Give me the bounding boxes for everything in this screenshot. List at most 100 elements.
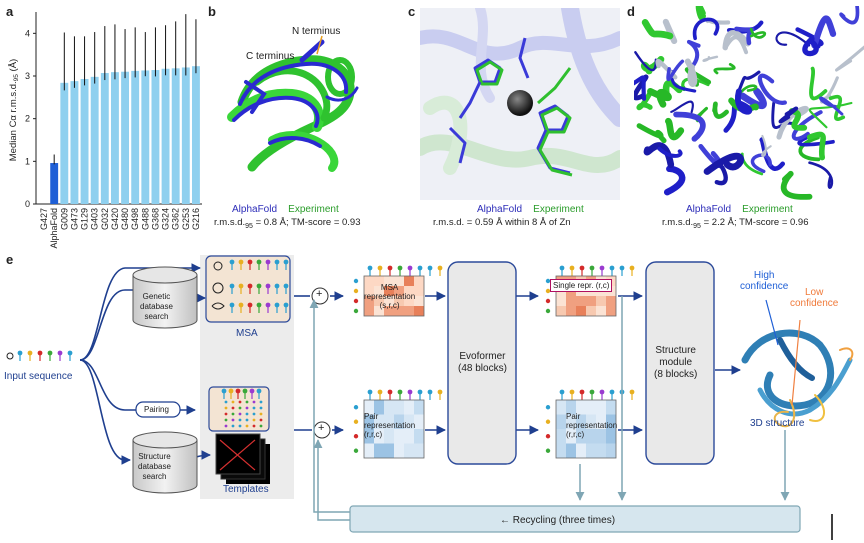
- evoformer-label: Evoformer(48 blocks): [458, 351, 507, 374]
- repr-cell: [556, 306, 566, 316]
- repr-cell: [596, 443, 606, 458]
- 3d-structure-label: 3D structure: [750, 418, 805, 429]
- bar-g253: [181, 67, 190, 204]
- structure-ribbon: [641, 19, 674, 40]
- repr-cell: [364, 296, 374, 306]
- repr-cell: [364, 306, 374, 316]
- repr-cell: [374, 306, 384, 316]
- template-cell: [245, 400, 249, 404]
- template-cell: [259, 406, 263, 410]
- msa-residue: [256, 259, 262, 265]
- evoformer-block: [447, 261, 517, 465]
- structure-ribbon: [806, 131, 826, 161]
- repr-cell: [606, 414, 616, 429]
- repr-cell: [414, 443, 424, 458]
- panel-c-caption: r.m.s.d. = 0.59 Å within 8 Å of Zn: [433, 217, 571, 228]
- y-tick-label: 1: [25, 156, 30, 166]
- structure-ribbon: [802, 36, 819, 57]
- msa-residue: [256, 283, 262, 289]
- repr-residue: [417, 265, 423, 271]
- repr-cell: [586, 306, 596, 316]
- template-cell: [245, 424, 249, 428]
- structure-database-cylinder: [132, 431, 198, 494]
- repr-cell: [394, 286, 404, 296]
- bar-g129: [80, 78, 89, 204]
- structure-ribbon: [673, 111, 706, 142]
- repr-row-marker: [545, 434, 551, 439]
- repr-cell: [414, 400, 424, 415]
- repr-cell: [586, 429, 596, 444]
- structure-ribbon: [739, 87, 767, 110]
- msa-residue: [265, 259, 271, 265]
- repr-cell: [596, 400, 606, 415]
- msa-residue: [238, 302, 244, 308]
- repr-cell: [576, 296, 586, 306]
- repr-frame: [555, 275, 617, 317]
- repr-row-marker: [353, 298, 359, 304]
- x-tick-label: G420: [110, 208, 120, 230]
- organism-icon: [212, 282, 224, 294]
- repr-residue: [629, 265, 635, 271]
- repr-cell: [596, 429, 606, 444]
- repr-row-marker: [545, 308, 551, 314]
- repr-residue: [619, 265, 625, 271]
- structure-ribbon: [723, 35, 749, 55]
- bar-g473: [70, 81, 79, 204]
- repr-row-marker: [353, 419, 359, 424]
- recycling-label: ← Recycling (three times): [500, 515, 616, 526]
- repr-cell: [404, 276, 414, 286]
- structure-module-block: [645, 261, 715, 465]
- templates-box: [208, 386, 270, 432]
- repr-cell: [384, 414, 394, 429]
- repr-cell: [404, 400, 414, 415]
- bar-g032: [100, 73, 109, 204]
- x-tick-label: G129: [80, 208, 90, 230]
- panel-label-b: b: [208, 4, 216, 19]
- msa-residue: [247, 302, 253, 308]
- c-terminus-label: C terminus: [246, 51, 295, 62]
- plus-msa: +: [316, 288, 323, 300]
- structure-ribbon: [713, 62, 736, 75]
- repr-cell: [384, 306, 394, 316]
- input-sequence-glyph: [6, 350, 73, 361]
- repr-residue: [629, 389, 635, 395]
- structure-ribbon: [686, 39, 701, 69]
- repr-residue: [609, 389, 615, 395]
- repr-cell: [384, 400, 394, 415]
- structure-ribbon: [809, 66, 828, 101]
- repr-row-marker: [545, 419, 551, 424]
- panel-b-caption: r.m.s.d.95 = 0.8 Å; TM-score = 0.93: [214, 217, 361, 230]
- experiment-structure-ribbon: [227, 55, 355, 172]
- repr-cell: [586, 296, 596, 306]
- structure-ribbon: [811, 15, 837, 49]
- template-cell: [231, 400, 235, 404]
- repr-residue: [407, 389, 413, 395]
- structure-ribbon: [771, 101, 797, 129]
- template-cell: [231, 412, 235, 416]
- panel-label-a: a: [6, 4, 14, 19]
- template-cell: [231, 418, 235, 422]
- x-tick-label: G403: [90, 208, 100, 230]
- repr-row-marker: [545, 278, 551, 284]
- repr-residue: [367, 265, 373, 271]
- repr-row-marker: [353, 308, 359, 314]
- template-cell: [252, 400, 256, 404]
- bar-g009: [60, 82, 69, 204]
- msa-residue: [229, 302, 235, 308]
- structure-ribbon: [684, 58, 698, 88]
- sequence-residue: [67, 350, 73, 356]
- repr-cell: [404, 306, 414, 316]
- template-residue: [221, 388, 227, 394]
- bar-g362: [171, 68, 180, 204]
- background-ribbons: [420, 8, 620, 175]
- sidechain-sticks: [448, 37, 573, 177]
- repr-cell: [394, 276, 404, 286]
- repr-row-marker: [545, 405, 551, 410]
- template-cell: [238, 406, 242, 410]
- structure-ribbon: [722, 30, 751, 51]
- large-protein-overlay: [634, 6, 864, 200]
- repr-residue: [437, 265, 443, 271]
- bar-g420: [110, 72, 119, 204]
